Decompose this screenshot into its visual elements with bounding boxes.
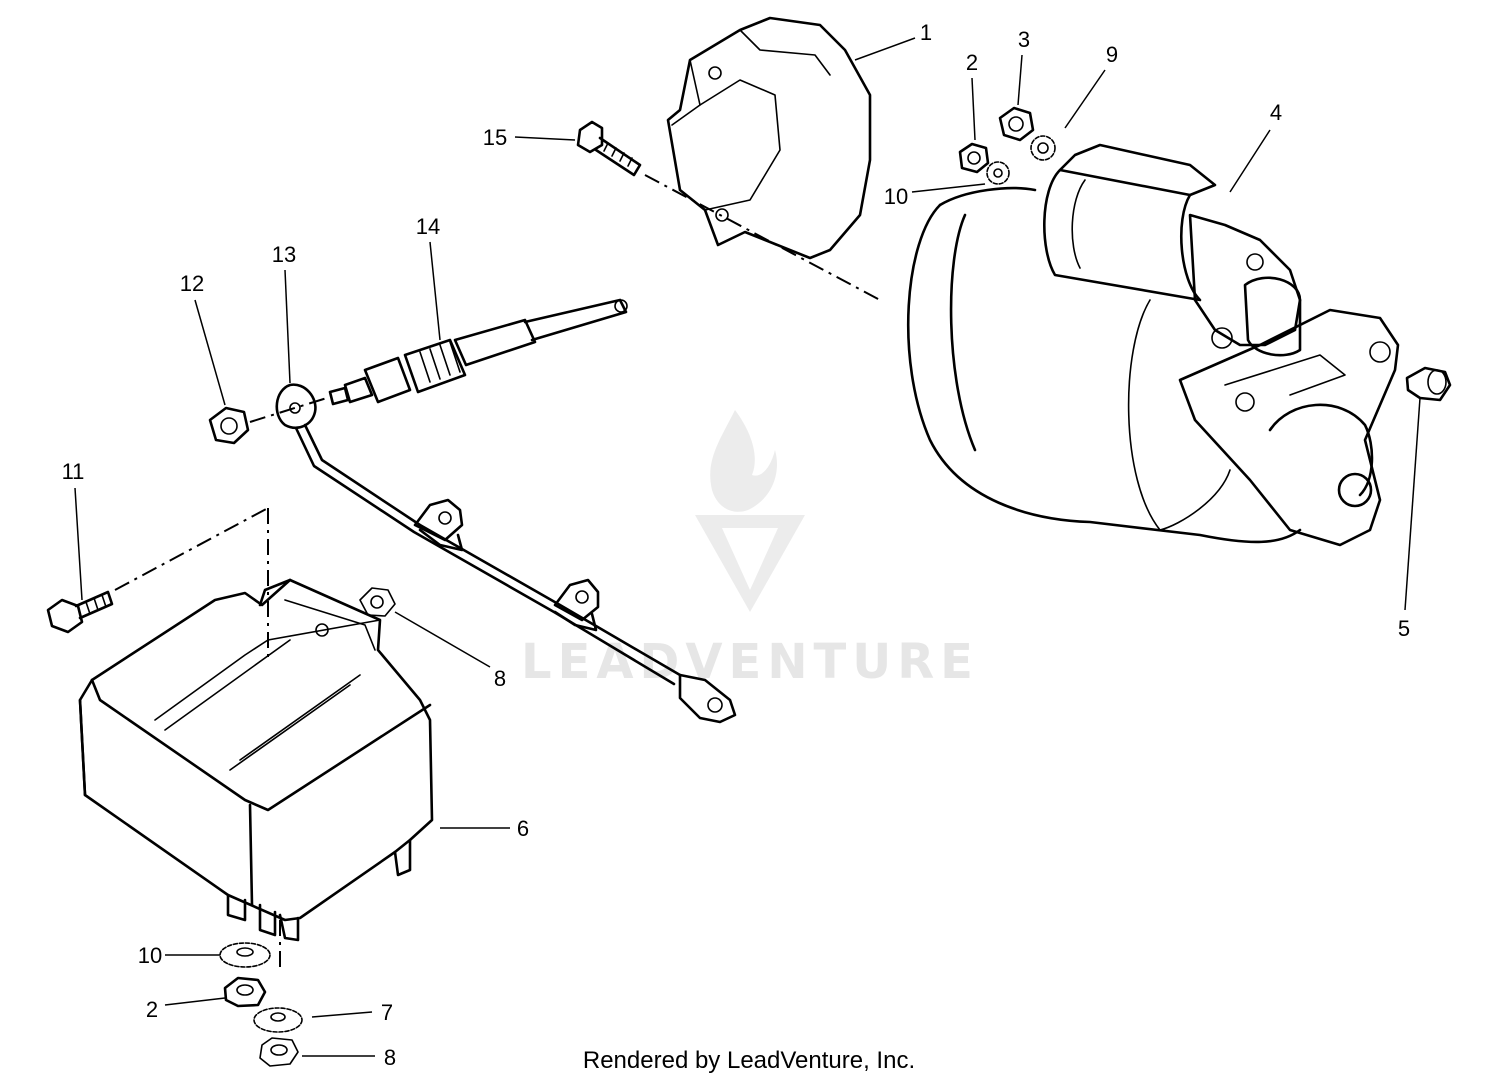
callout-11: 11 bbox=[62, 459, 85, 484]
bolt-15-part bbox=[576, 120, 642, 177]
callout-6: 6 bbox=[517, 816, 529, 841]
callout-4: 4 bbox=[1270, 100, 1282, 125]
watermark-logo bbox=[695, 410, 805, 612]
callout-2b: 2 bbox=[146, 997, 158, 1022]
callout-8: 8 bbox=[494, 666, 506, 691]
lockwasher-10b-part bbox=[219, 942, 271, 968]
callout-3: 3 bbox=[1018, 27, 1030, 52]
callout-10: 10 bbox=[884, 184, 908, 209]
callout-13: 13 bbox=[272, 242, 296, 267]
callout-15: 15 bbox=[483, 125, 507, 150]
watermark-text: LEADVENTURE bbox=[521, 634, 979, 690]
ground-wire-part bbox=[275, 383, 737, 724]
controller-box-part bbox=[78, 578, 434, 942]
callout-8b: 8 bbox=[384, 1045, 396, 1070]
glow-plug-part bbox=[328, 298, 628, 406]
lockwasher-10-part bbox=[986, 161, 1010, 185]
starter-cover-part bbox=[666, 16, 872, 260]
callout-7: 7 bbox=[381, 1000, 393, 1025]
callout-2: 2 bbox=[966, 50, 978, 75]
starter-motor-part bbox=[906, 143, 1400, 547]
callout-10b: 10 bbox=[138, 943, 162, 968]
nut-2b-part bbox=[223, 976, 267, 1008]
callout-5: 5 bbox=[1398, 616, 1410, 641]
pin-5-part bbox=[1405, 366, 1452, 402]
lockwasher-9-part bbox=[1030, 135, 1056, 161]
washer-8a-part bbox=[359, 587, 396, 617]
leader-lines bbox=[74, 37, 1421, 1057]
lockwasher-7-part bbox=[253, 1007, 303, 1033]
credit-text: Rendered by LeadVenture, Inc. bbox=[583, 1047, 915, 1074]
nut-2-part bbox=[958, 142, 990, 174]
washer-8b-part bbox=[259, 1037, 299, 1067]
callout-1: 1 bbox=[920, 20, 932, 45]
callout-9: 9 bbox=[1106, 42, 1118, 67]
nut-3-part bbox=[998, 106, 1035, 142]
callout-12: 12 bbox=[180, 271, 204, 296]
nut-12-part bbox=[208, 406, 250, 445]
callout-14: 14 bbox=[416, 214, 440, 239]
bolt-11-part bbox=[46, 590, 114, 634]
